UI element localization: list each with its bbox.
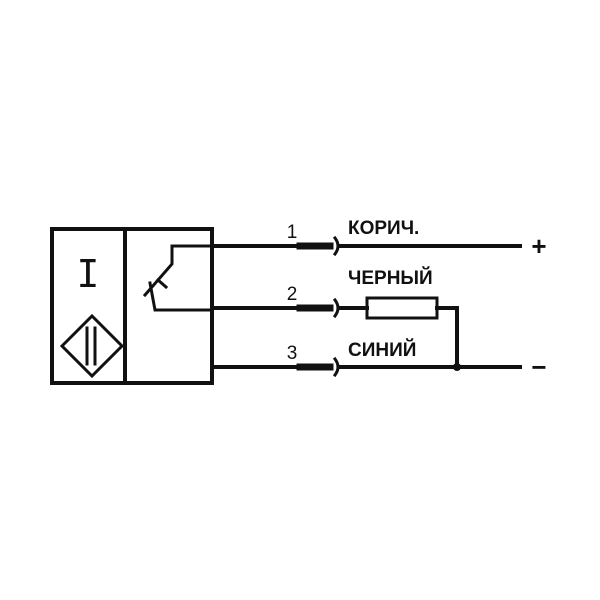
wire-2-color-label: ЧЕРНЫЙ <box>348 267 433 289</box>
wire-2 <box>210 296 459 369</box>
inductive-sensor-icon <box>59 313 125 379</box>
load-resistor <box>365 296 439 320</box>
pin-3-number: 3 <box>287 343 298 364</box>
switch-contact-icon <box>142 244 214 312</box>
pin-2-number: 2 <box>287 284 298 305</box>
wire-1 <box>210 235 522 257</box>
terminal-minus: − <box>531 352 546 382</box>
wire-1-color-label: КОРИЧ. <box>348 218 419 239</box>
function-symbol: I <box>77 252 100 296</box>
wire-3 <box>210 356 522 378</box>
pin-1-number: 1 <box>287 222 298 243</box>
junction-dot <box>453 363 461 371</box>
wire-3-color-label: СИНИЙ <box>348 339 416 361</box>
terminal-plus: + <box>531 231 546 261</box>
